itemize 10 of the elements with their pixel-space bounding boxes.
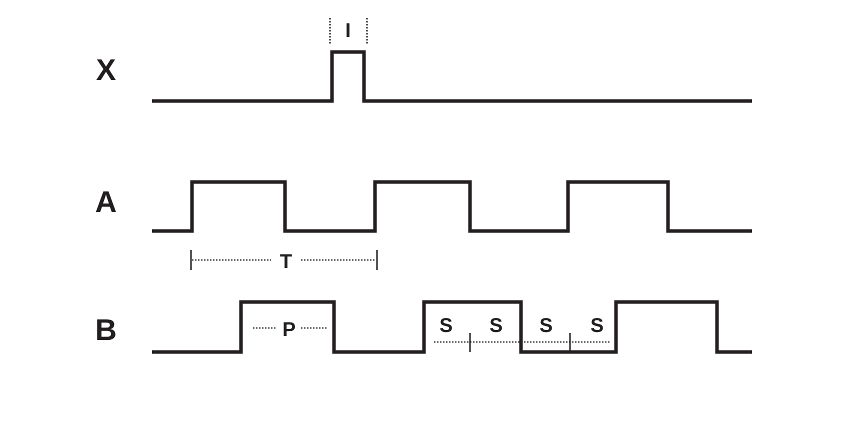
dimension-label: S	[439, 316, 453, 336]
dimension-label: P	[282, 320, 296, 340]
signal-label: X	[96, 56, 116, 86]
signal-label: A	[95, 188, 117, 218]
dimension-label: I	[345, 21, 351, 41]
dimension-label: S	[489, 316, 503, 336]
dimension-label: S	[590, 316, 604, 336]
signal-label: B	[95, 316, 117, 346]
dimension-label: S	[539, 316, 553, 336]
dimension-label: T	[280, 252, 292, 272]
